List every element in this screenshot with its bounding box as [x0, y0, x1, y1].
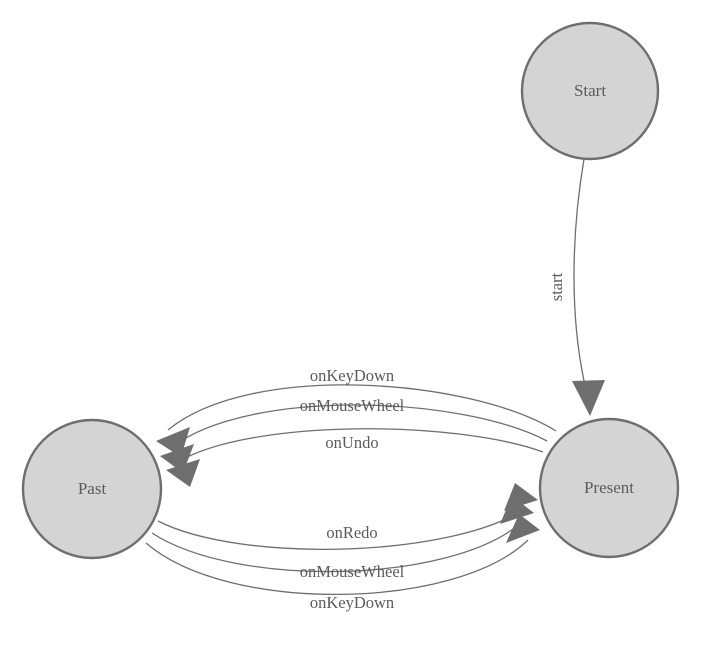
node-present-circle[interactable]	[538, 417, 680, 559]
edge-label-past-present-1: onRedo	[326, 523, 377, 542]
edge-present-to-past-onundo: onUndo	[166, 428, 544, 487]
node-past-circle[interactable]	[21, 418, 163, 560]
node-start-circle[interactable]	[520, 21, 660, 161]
edge-past-to-present-onredo: onRedo	[157, 483, 538, 550]
edge-start-to-present: start	[547, 158, 605, 416]
node-start[interactable]: Start	[520, 21, 660, 161]
edge-path-past-present-1	[157, 507, 527, 550]
edge-label-past-present-3: onKeyDown	[310, 593, 394, 612]
node-past-label: Past	[78, 479, 107, 498]
edge-label-present-past-3: onUndo	[325, 433, 378, 452]
edge-label-present-past-1: onKeyDown	[310, 366, 394, 385]
edge-path-past-present-2	[151, 521, 523, 573]
edge-label-start: start	[547, 272, 566, 301]
node-present[interactable]: Present	[538, 417, 680, 559]
node-present-label: Present	[584, 478, 634, 497]
arrowhead-present-past-3	[166, 459, 200, 487]
edge-path-present-past-3	[177, 428, 544, 463]
edge-path-present-past-2	[171, 404, 548, 448]
node-past[interactable]: Past	[21, 418, 163, 560]
edge-path-present-past-1	[167, 384, 557, 432]
edge-label-present-past-2: onMouseWheel	[300, 396, 405, 415]
arrowhead-past-present-2	[500, 496, 534, 524]
edge-path-past-present-3	[145, 539, 529, 596]
arrowhead-past-present-3	[506, 514, 540, 543]
arrowhead-start-present	[572, 380, 605, 416]
edge-label-past-present-2: onMouseWheel	[300, 562, 405, 581]
edge-past-to-present-onmousewheel: onMouseWheel	[151, 496, 534, 581]
edge-past-to-present-onkeydown: onKeyDown	[145, 514, 540, 612]
node-start-label: Start	[574, 81, 606, 100]
edge-path-start-present	[573, 158, 589, 399]
